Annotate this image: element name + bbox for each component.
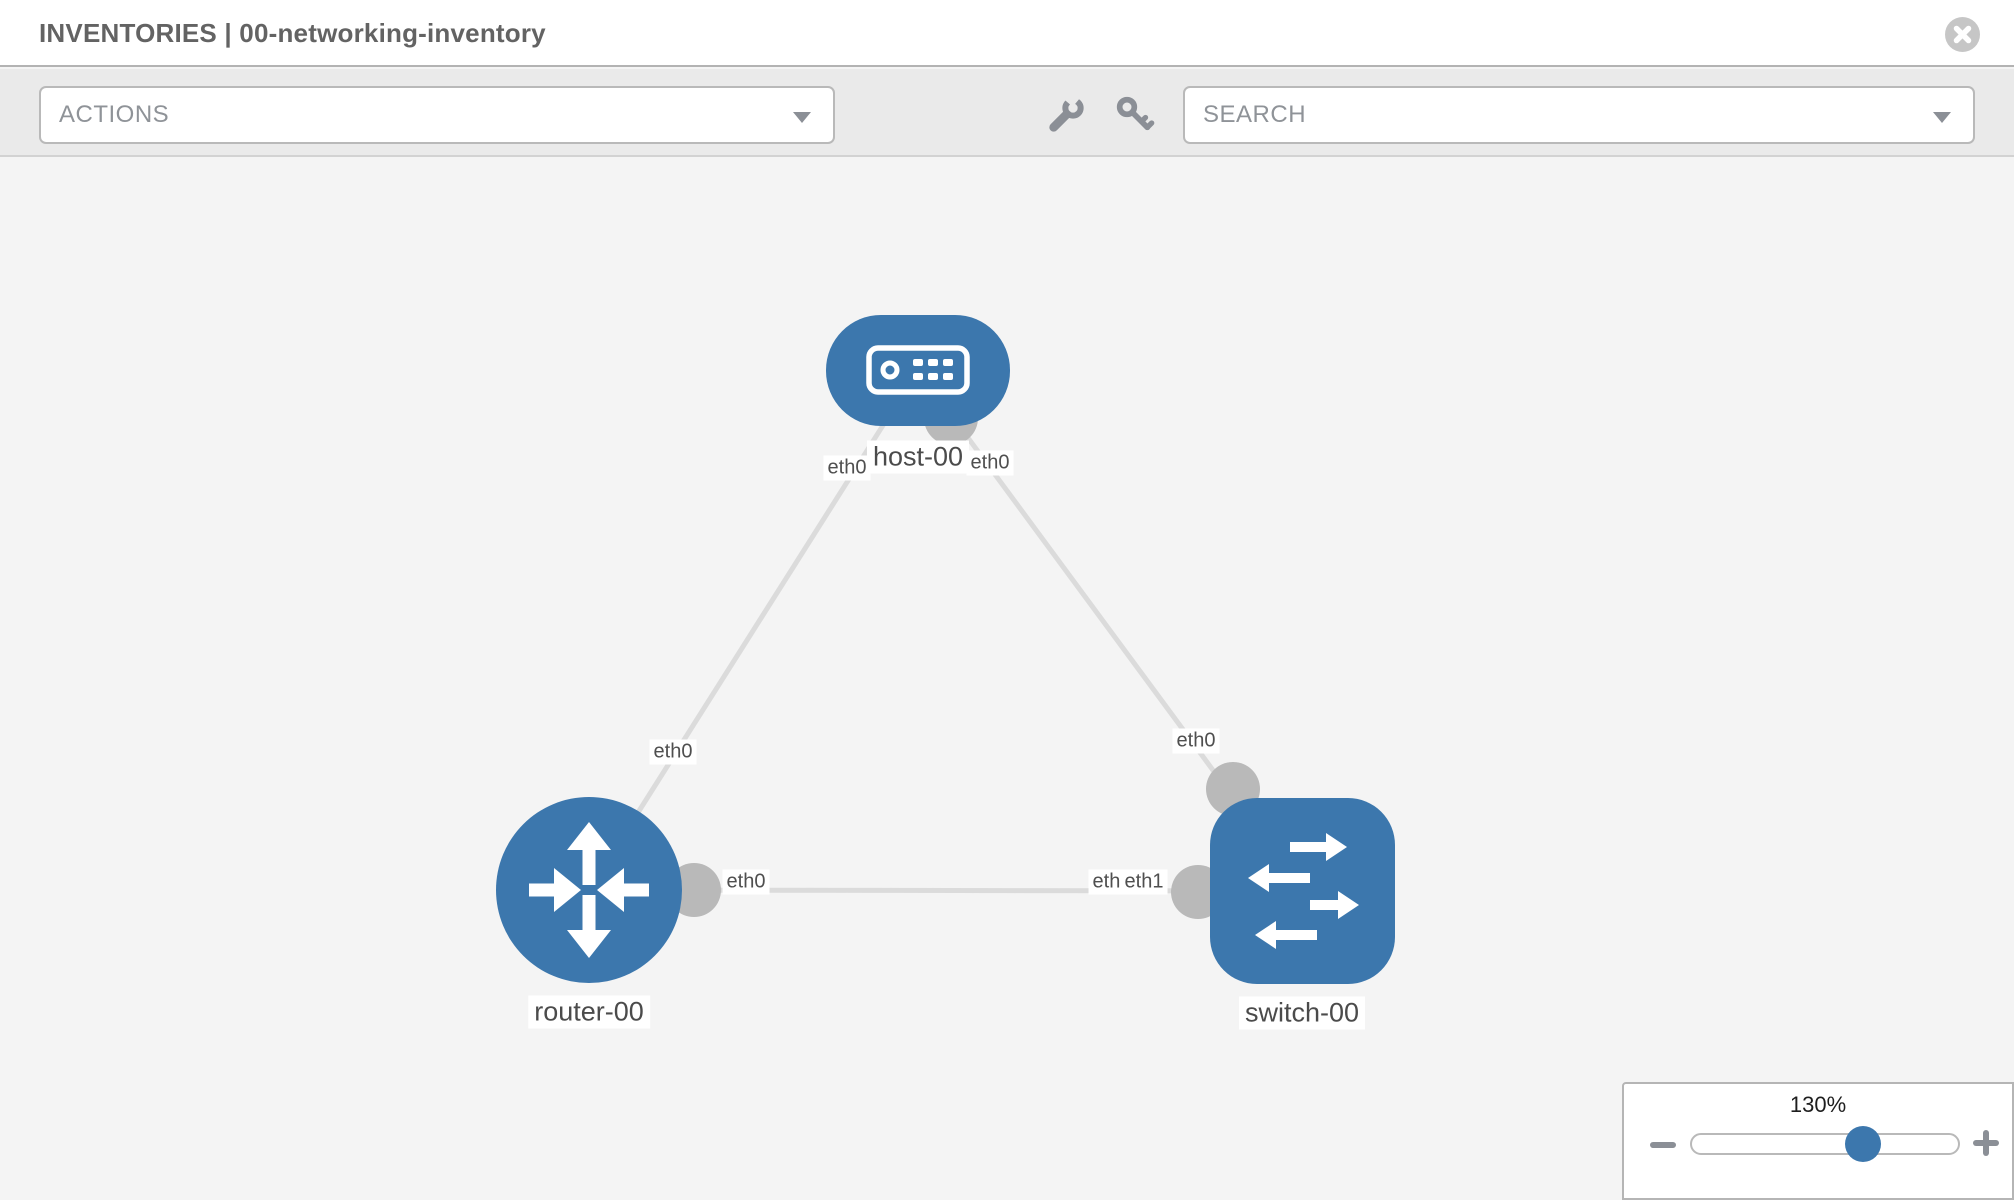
- interface-label: eth0: [823, 455, 871, 481]
- router-icon: [529, 822, 649, 958]
- zoom-panel: 130%: [1622, 1082, 2014, 1200]
- actions-dropdown-label: ACTIONS: [59, 101, 170, 128]
- toolbar: ACTIONS SEARCH: [0, 69, 2014, 157]
- search-dropdown[interactable]: SEARCH: [1183, 86, 1975, 144]
- page-title: INVENTORIES | 00-networking-inventory: [39, 18, 546, 48]
- node-label-switch-00: switch-00: [1238, 996, 1366, 1030]
- search-dropdown-label: SEARCH: [1203, 101, 1307, 128]
- close-icon: [1953, 25, 1972, 44]
- interface-label: eth0: [722, 869, 770, 895]
- node-switch-00[interactable]: [1209, 798, 1395, 984]
- actions-dropdown[interactable]: ACTIONS: [39, 86, 835, 144]
- minus-icon: [1650, 1142, 1676, 1148]
- host-icon: [866, 345, 970, 395]
- close-button[interactable]: [1945, 17, 1980, 52]
- key-icon: [1116, 96, 1155, 131]
- interface-label: eth0: [966, 450, 1014, 476]
- switch-icon: [1247, 833, 1359, 949]
- interface-label: eth1: [1120, 869, 1168, 895]
- zoom-in-button[interactable]: [1971, 1128, 2001, 1158]
- configure-button[interactable]: [1039, 88, 1093, 142]
- caret-down-icon: [1933, 112, 1951, 123]
- wrench-icon: [1049, 95, 1084, 132]
- page-header: INVENTORIES | 00-networking-inventory: [0, 0, 2014, 67]
- node-router-00[interactable]: [496, 797, 682, 983]
- node-label-host-00: host-00: [866, 440, 970, 474]
- zoom-slider-thumb[interactable]: [1844, 1126, 1881, 1162]
- node-label-router-00: router-00: [528, 995, 650, 1029]
- topology-svg: [586, 368, 1305, 919]
- zoom-level-label: 130%: [1789, 1092, 1847, 1117]
- interface-label: eth0: [1172, 728, 1220, 754]
- interface-label: eth0: [649, 739, 697, 765]
- zoom-slider-track[interactable]: [1690, 1133, 1960, 1155]
- credentials-button[interactable]: [1108, 88, 1162, 142]
- node-host-00[interactable]: [826, 314, 1010, 426]
- caret-down-icon: [793, 112, 811, 123]
- zoom-out-button[interactable]: [1650, 1136, 1678, 1154]
- topology-canvas[interactable]: host-00 router-00 switch-00 eth0 eth0 eth0 e…: [0, 157, 2014, 1200]
